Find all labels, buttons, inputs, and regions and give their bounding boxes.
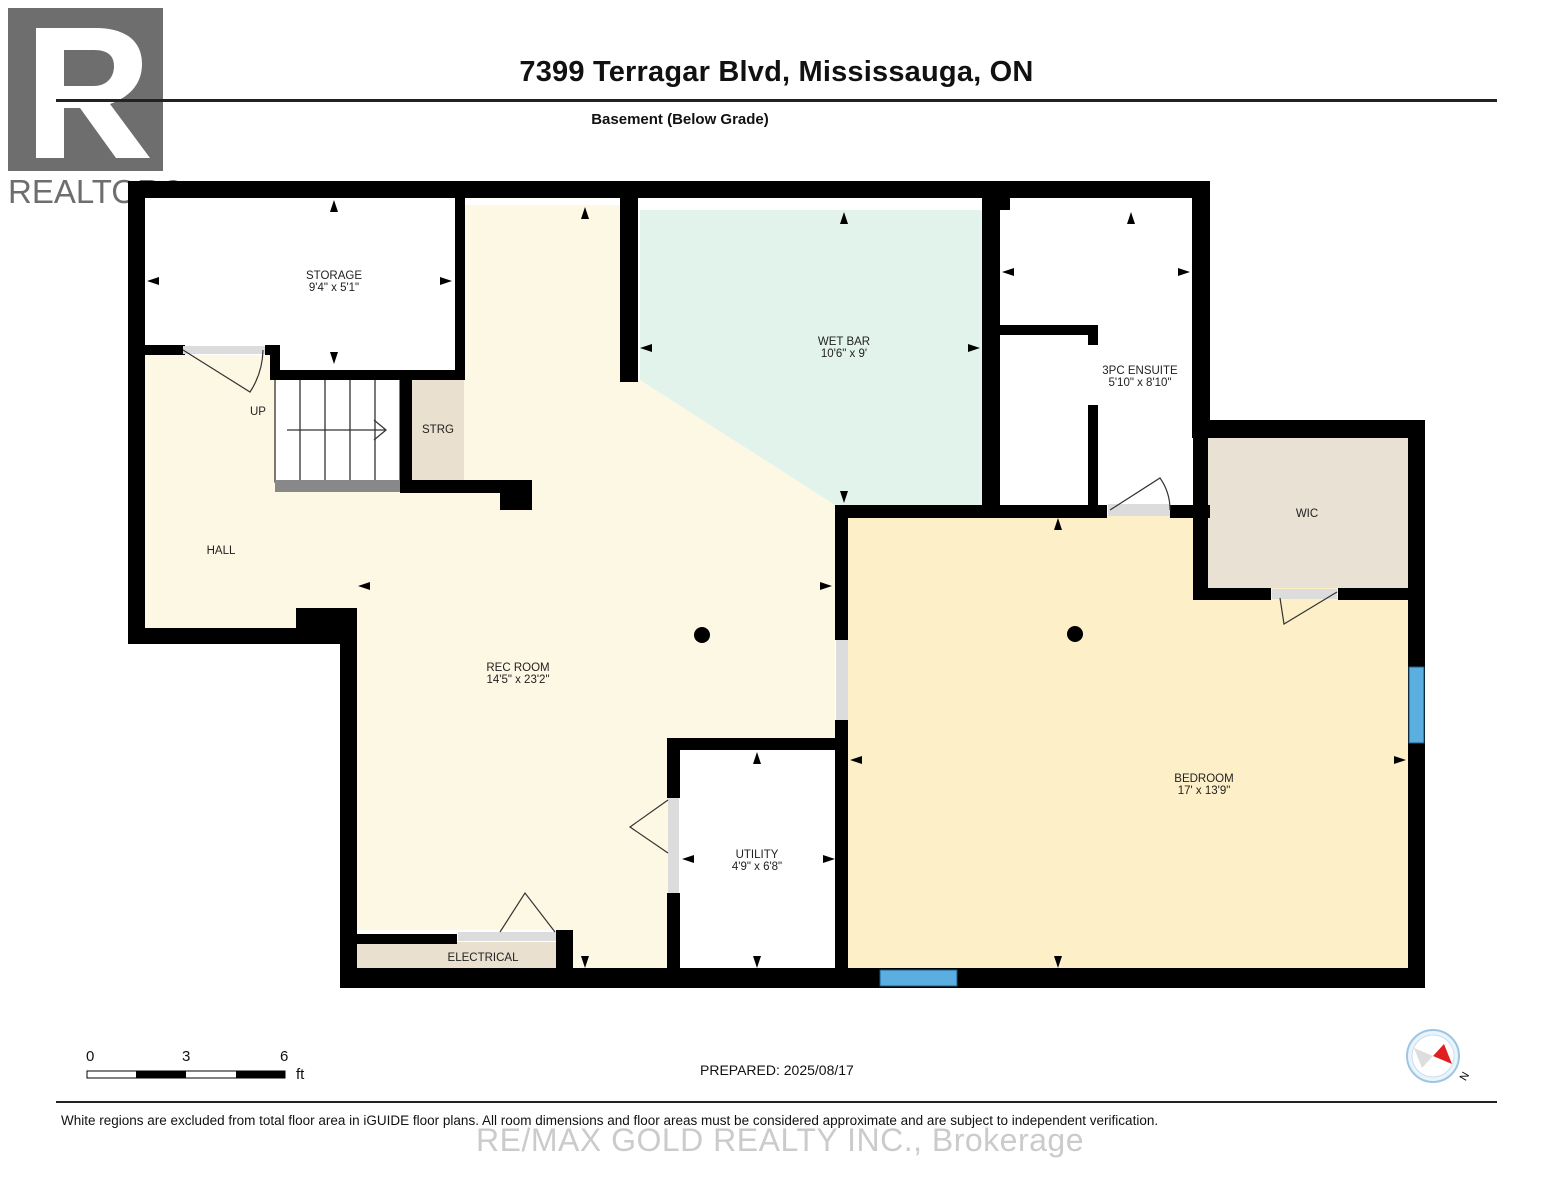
room-dims-storage: 9'4" x 5'1" — [309, 282, 359, 294]
strg-fill — [412, 378, 464, 480]
scale-graduation — [86, 1070, 286, 1079]
title-divider — [56, 99, 1497, 102]
room-dims-bedroom: 17' x 13'9" — [1178, 785, 1231, 797]
windows — [879, 666, 1425, 987]
room-dims-ensuite: 5'10" x 8'10" — [1108, 377, 1171, 389]
room-name-utility: UTILITY — [736, 849, 779, 861]
compass-north-label: N — [1458, 1070, 1472, 1083]
compass-icon: N — [1404, 1028, 1476, 1088]
room-name-bedroom: BEDROOM — [1174, 773, 1233, 785]
footer-divider — [56, 1101, 1497, 1103]
scale-tick-3: 3 — [182, 1048, 191, 1065]
room-dims-rec-room: 14'5" x 23'2" — [486, 674, 549, 686]
scale-unit: ft — [296, 1066, 305, 1083]
room-name-wic: WIC — [1296, 508, 1318, 520]
wic-fill — [1208, 438, 1408, 588]
rec-room-area — [145, 205, 835, 968]
scale-bar: 0 3 6 ft — [86, 1048, 316, 1088]
prepared-date: PREPARED: 2025/08/17 — [700, 1062, 854, 1078]
dimension-arrows — [147, 200, 1406, 968]
doors — [182, 346, 1338, 941]
stairs-up-label: UP — [250, 406, 266, 418]
room-dims-utility: 4'9" x 6'8" — [732, 861, 782, 873]
electrical-fill — [357, 942, 560, 968]
page-title: 7399 Terragar Blvd, Mississauga, ON — [519, 56, 1034, 88]
room-name-wet-bar: WET BAR — [818, 336, 870, 348]
scale-tick-6: 6 — [280, 1048, 289, 1065]
storage-fill — [145, 198, 455, 345]
wet-bar-fill — [640, 210, 982, 505]
room-name-rec-room: REC ROOM — [486, 662, 549, 674]
realtor-logo: REALTOR® — [8, 8, 186, 210]
room-dims-wet-bar: 10'6" x 9' — [821, 348, 867, 360]
room-name-ensuite: 3PC ENSUITE — [1102, 365, 1178, 377]
disclaimer: White regions are excluded from total fl… — [61, 1113, 1159, 1128]
room-name-hall: HALL — [207, 545, 236, 557]
room-name-strg: STRG — [422, 424, 454, 436]
room-name-electrical: ELECTRICAL — [448, 952, 520, 964]
stairs — [274, 377, 401, 492]
scale-tick-0: 0 — [86, 1048, 95, 1065]
brokerage-watermark: RE/MAX GOLD REALTY INC., Brokerage — [476, 1122, 1084, 1158]
floor-label: Basement (Below Grade) — [591, 111, 769, 128]
room-name-storage: STORAGE — [306, 270, 362, 282]
